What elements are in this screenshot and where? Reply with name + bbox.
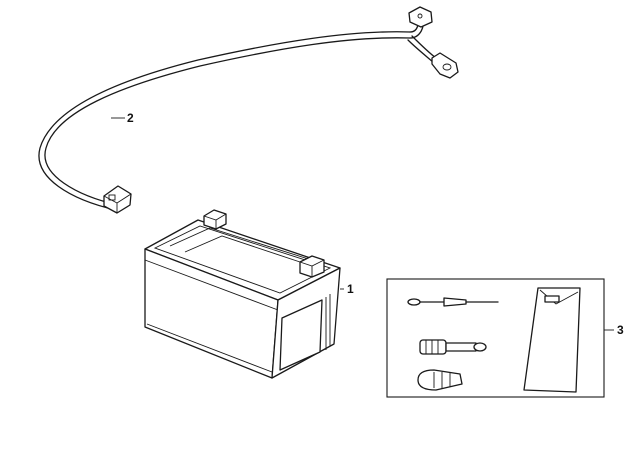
battery-terminal-right — [299, 255, 325, 278]
battery-accessory-kit — [386, 278, 605, 398]
probe-icon — [407, 297, 499, 307]
battery — [144, 209, 341, 379]
leader-lines — [111, 117, 614, 331]
fuse-icon — [419, 339, 487, 355]
pouch-icon — [523, 287, 581, 393]
callout-kit: 3 — [617, 323, 624, 337]
kit-outline-box — [386, 278, 605, 398]
ring-terminal — [431, 52, 459, 79]
upper-cable-terminal — [408, 6, 433, 28]
callout-battery: 1 — [347, 282, 354, 296]
cap-icon — [417, 369, 463, 391]
battery-cable — [38, 6, 459, 214]
callout-cable: 2 — [127, 111, 134, 125]
lower-cable-terminal — [103, 185, 132, 214]
battery-terminal-left — [203, 209, 227, 230]
